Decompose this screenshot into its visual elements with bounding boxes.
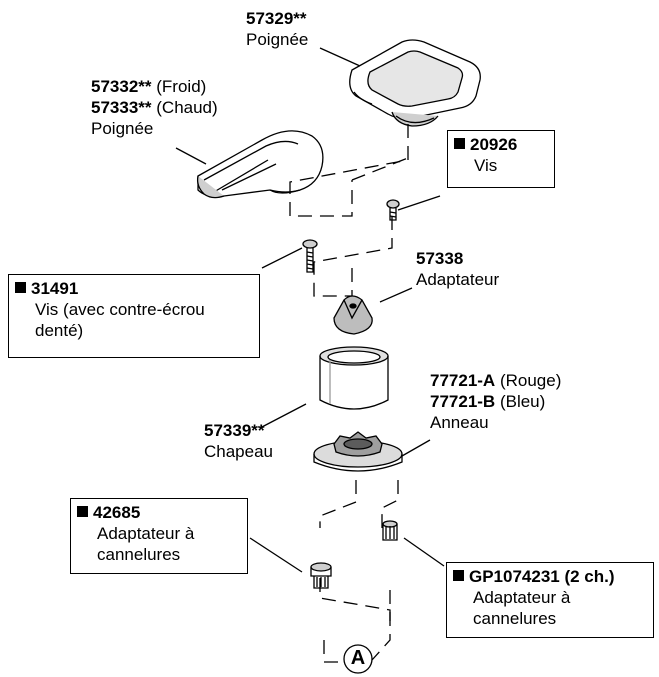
part-number: 57329** xyxy=(246,9,307,28)
part-number-blue: 77721-B xyxy=(430,392,496,411)
leader-lines xyxy=(175,47,445,573)
assembly-guide-lines xyxy=(289,124,409,663)
part-name-line1: Vis (avec contre-écrou xyxy=(35,300,205,319)
part-number: 42685 xyxy=(93,503,141,522)
box-spline-adapter-right: GP1074231 (2 ch.) Adaptateur à cannelure… xyxy=(446,562,654,638)
part-name: Chapeau xyxy=(204,442,274,461)
part-number-hot: 57333** xyxy=(91,98,152,117)
callout-circle xyxy=(343,644,373,674)
part-name: Vis xyxy=(474,156,498,175)
box-long-screw: 31491 Vis (avec contre-écrou denté) xyxy=(8,274,260,358)
label-ring: 77721-A (Rouge) 77721-B (Bleu) Anneau xyxy=(430,370,561,433)
spline-adapter-right-drawing xyxy=(382,520,398,541)
part-name-line2: cannelures xyxy=(97,545,181,564)
part-number-red: 77721-A xyxy=(430,371,496,390)
adapter-drawing xyxy=(333,295,373,335)
part-number: 20926 xyxy=(470,135,518,154)
note-cold: (Froid) xyxy=(156,77,207,96)
square-bullet-icon xyxy=(15,282,26,293)
long-screw-drawing xyxy=(302,239,318,273)
knob-handle-drawing xyxy=(349,39,481,127)
part-name-line2: cannelures xyxy=(473,609,557,628)
callout-label: A xyxy=(350,647,366,669)
small-screw-drawing xyxy=(386,199,400,221)
part-number: 57338 xyxy=(416,249,464,268)
square-bullet-icon xyxy=(453,570,464,581)
note-red: (Rouge) xyxy=(499,371,562,390)
label-adapter: 57338 Adaptateur xyxy=(416,248,499,290)
part-number: 31491 xyxy=(31,279,79,298)
ring-drawing xyxy=(313,431,403,472)
part-name: Poignée xyxy=(246,30,309,49)
part-name-line2: denté) xyxy=(35,321,84,340)
label-cap: 57339** Chapeau xyxy=(204,420,273,462)
box-spline-adapter-left: 42685 Adaptateur à cannelures xyxy=(70,498,248,574)
part-name: Adaptateur xyxy=(416,270,500,289)
part-name: Anneau xyxy=(430,413,489,432)
square-bullet-icon xyxy=(454,138,465,149)
part-name-line1: Adaptateur à xyxy=(97,524,195,543)
part-number-cold: 57332** xyxy=(91,77,152,96)
label-lever-handle: 57332** (Froid) 57333** (Chaud) Poignée xyxy=(91,76,218,139)
box-small-screw: 20926 Vis xyxy=(447,130,555,188)
cap-drawing xyxy=(319,346,389,410)
label-knob-handle: 57329** Poignée xyxy=(246,8,308,50)
lever-handle-drawing xyxy=(196,130,324,199)
part-number: 57339** xyxy=(204,421,265,440)
note-hot: (Chaud) xyxy=(156,98,218,117)
part-name-line1: Adaptateur à xyxy=(473,588,571,607)
square-bullet-icon xyxy=(77,506,88,517)
note-blue: (Bleu) xyxy=(499,392,546,411)
spline-adapter-left-drawing xyxy=(310,562,332,589)
part-number: GP1074231 (2 ch.) xyxy=(469,567,615,586)
part-name: Poignée xyxy=(91,119,154,138)
